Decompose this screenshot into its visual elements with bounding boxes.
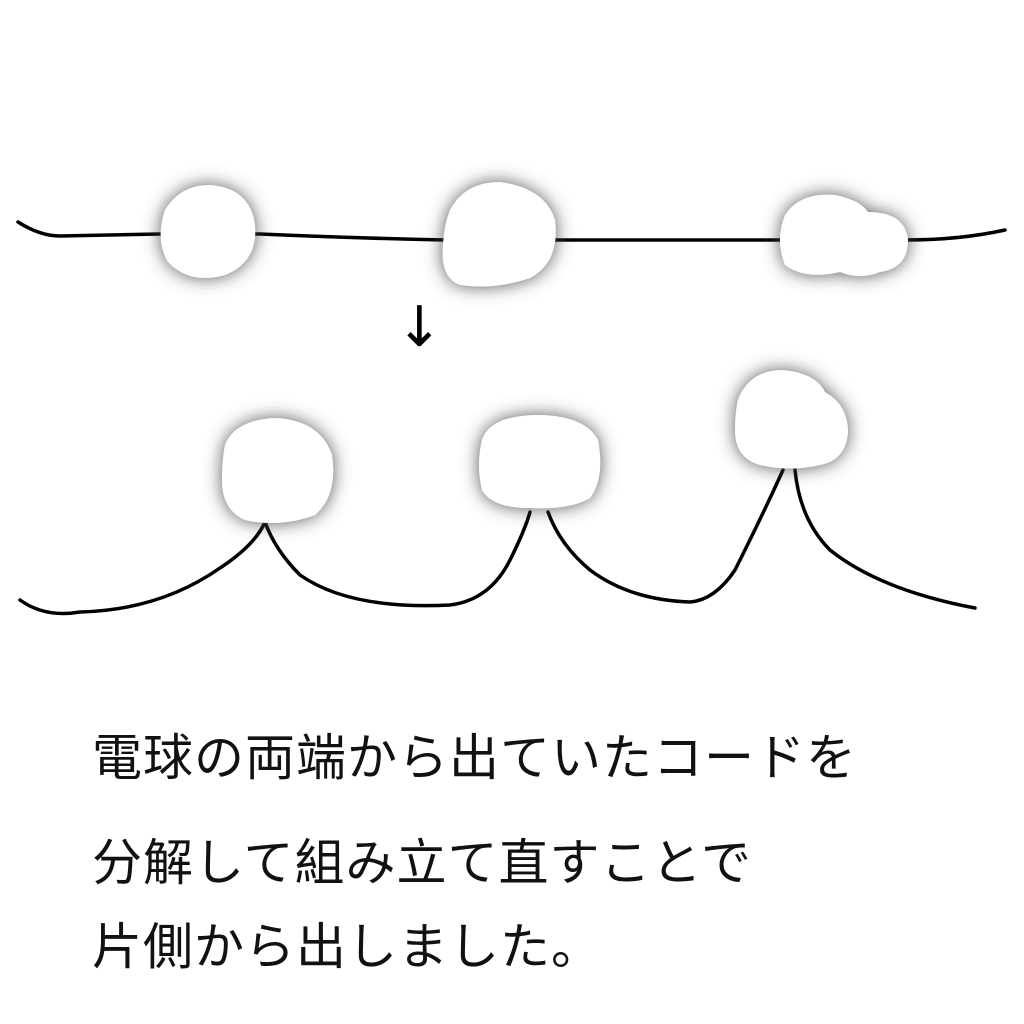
caption-line-1: 電球の両端から出ていたコードを	[92, 729, 857, 787]
bulb-bottom-1	[222, 418, 334, 524]
bottom-cord	[18, 468, 977, 616]
bulb-bottom-3	[735, 370, 848, 469]
caption-line-2: 分解して組み立て直すことで	[92, 834, 752, 892]
bulb-top-3	[780, 194, 908, 276]
caption-line-3: 片側から出しました。	[92, 918, 602, 976]
top-cord	[16, 220, 1007, 242]
bulb-bottom-2	[479, 415, 601, 509]
down-arrow-icon: ↓	[396, 295, 443, 360]
bulb-top-1	[160, 185, 256, 279]
bulb-top-2	[442, 182, 556, 287]
